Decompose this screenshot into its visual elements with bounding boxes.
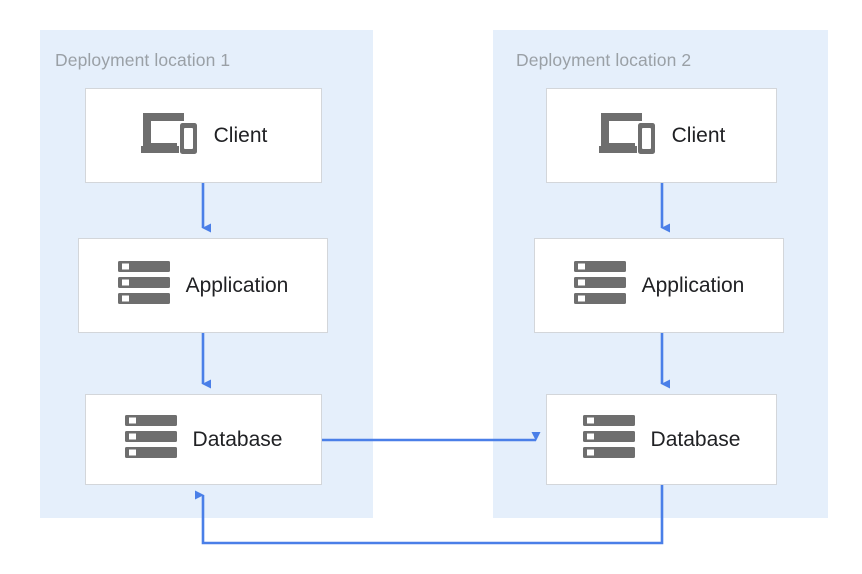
node-client-2[interactable]: Client: [546, 88, 777, 183]
deployment-zone-1-title: Deployment location 1: [55, 50, 231, 70]
node-client-1[interactable]: Client: [85, 88, 322, 183]
node-database-2-label: Database: [650, 428, 741, 451]
node-application-2-label: Application: [641, 274, 745, 297]
server-icon: [117, 261, 170, 310]
server-icon: [582, 415, 635, 464]
node-client-2-label: Client: [671, 124, 726, 147]
node-application-1[interactable]: Application: [78, 238, 328, 333]
node-application-1-label: Application: [185, 274, 289, 297]
node-database-2[interactable]: Database: [546, 394, 777, 485]
node-database-1-label: Database: [192, 428, 283, 451]
server-icon: [573, 261, 626, 310]
node-database-1[interactable]: Database: [85, 394, 322, 485]
server-icon: [124, 415, 177, 464]
devices-icon: [140, 110, 198, 161]
devices-icon: [598, 110, 656, 161]
deployment-zone-2-title: Deployment location 2: [516, 50, 692, 70]
node-application-2[interactable]: Application: [534, 238, 784, 333]
node-client-1-label: Client: [213, 124, 268, 147]
